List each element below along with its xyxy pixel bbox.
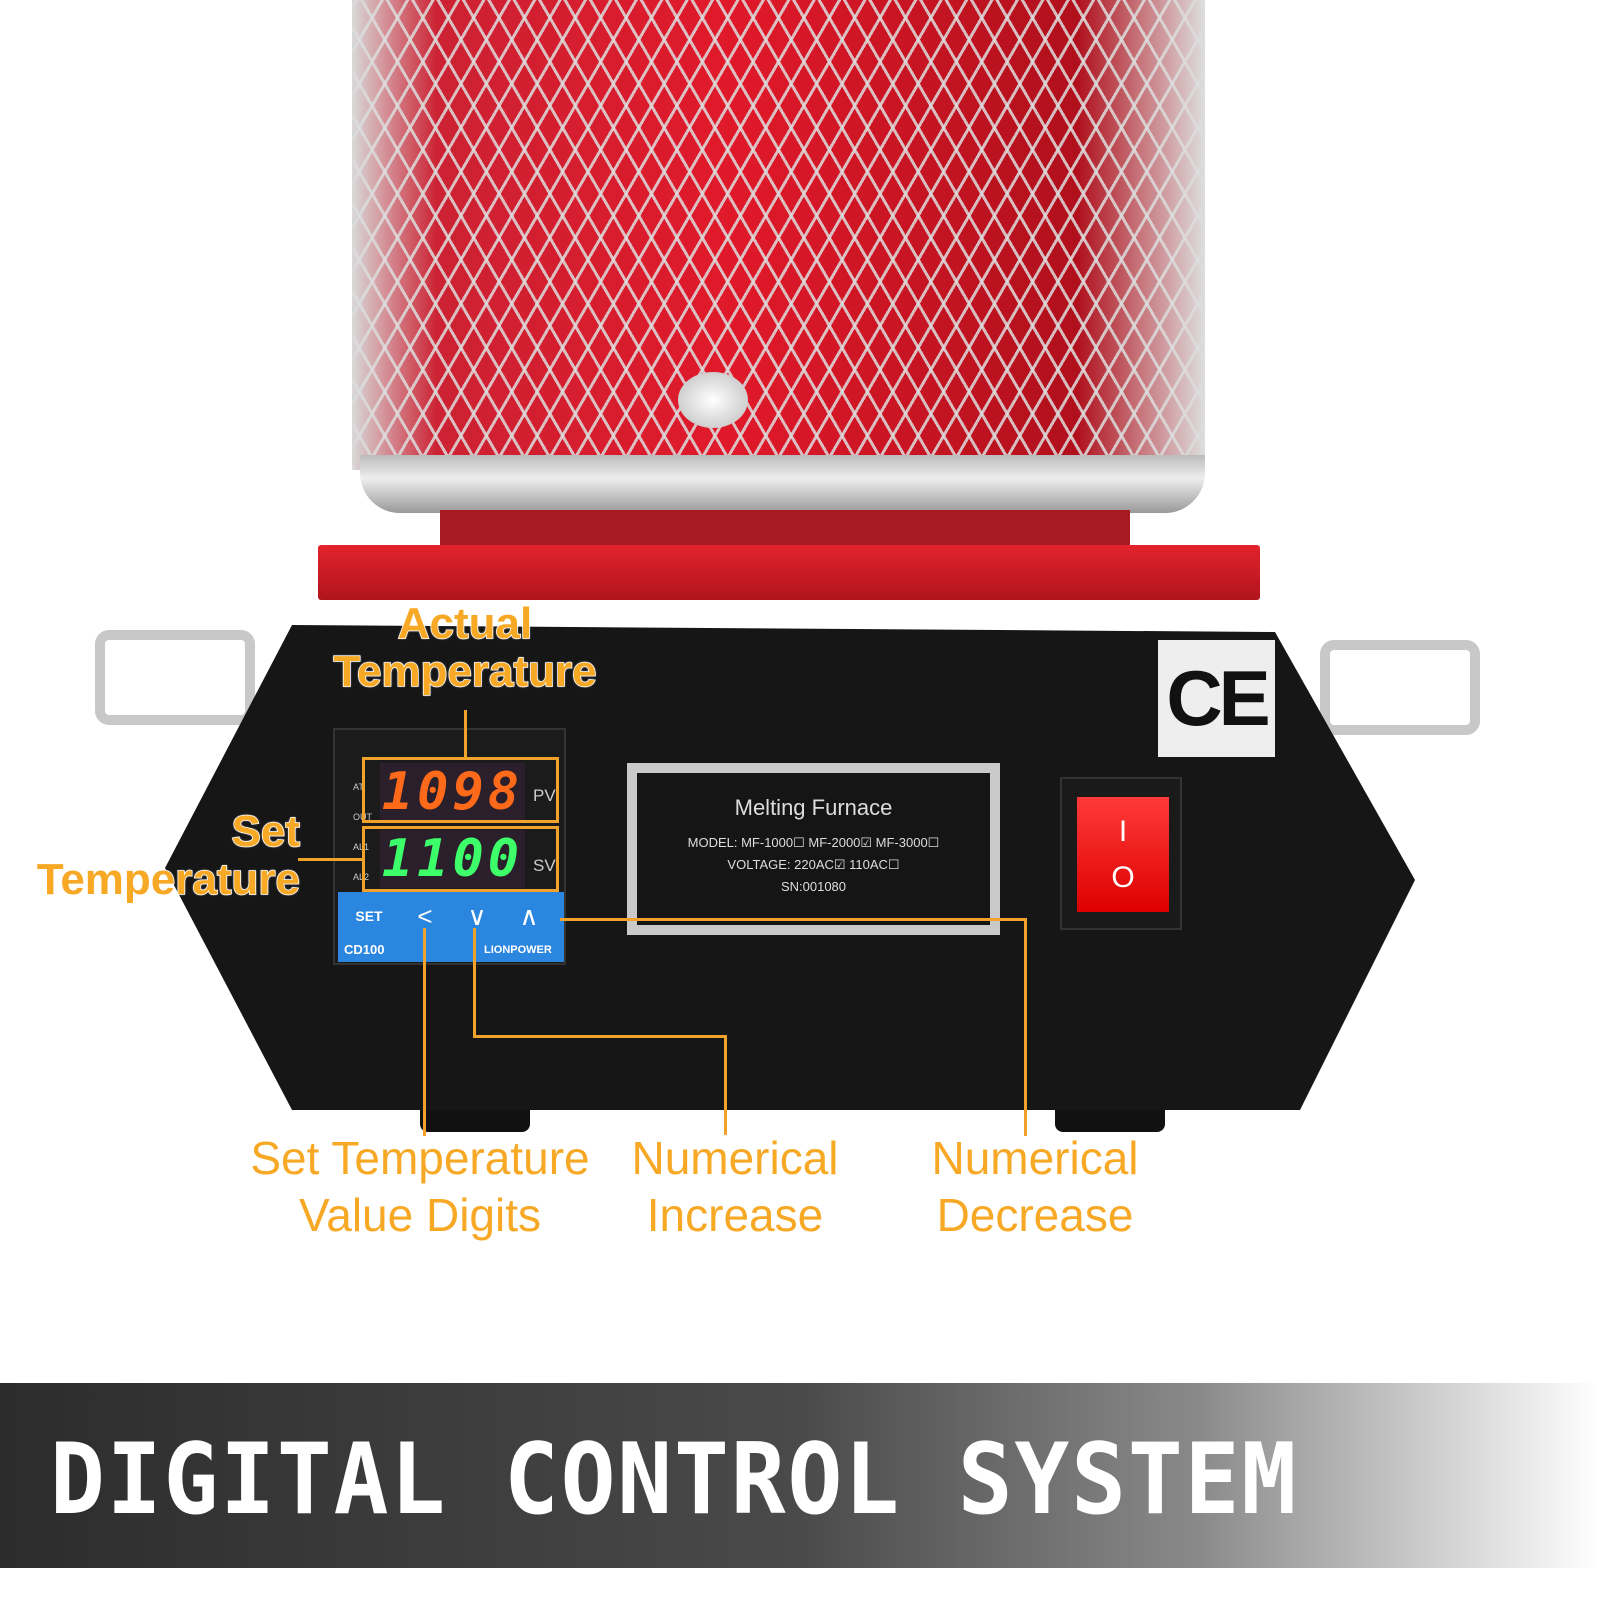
controller-keypad: SET < ∨ ∧ CD100 LIONPOWER xyxy=(338,892,564,962)
temperature-controller: AT OUT AL1 AL2 1098 1100 PV SV SET < ∨ ∧… xyxy=(333,728,566,965)
callout-line-increase-a xyxy=(473,928,476,1038)
set-key[interactable]: SET xyxy=(355,908,383,924)
pv-display: 1098 xyxy=(380,762,525,822)
sv-highlight xyxy=(362,826,559,892)
switch-on-mark: I xyxy=(1118,815,1128,848)
banner: DIGITAL CONTROL SYSTEM xyxy=(0,1383,1600,1568)
shift-left-key[interactable]: < xyxy=(417,901,433,931)
label-set-digits: Set Temperature Value Digits xyxy=(250,1131,591,1242)
pv-label: PV xyxy=(533,786,556,805)
controller-model: CD100 xyxy=(344,942,385,957)
callout-line-decrease-a xyxy=(560,918,1027,921)
controller-brand: LIONPOWER xyxy=(484,944,552,956)
label-set-temperature: Set Temperature xyxy=(36,807,301,905)
label-numerical-increase: Numerical Increase xyxy=(631,1131,840,1242)
down-key[interactable]: ∨ xyxy=(467,901,487,931)
at-indicator: AT xyxy=(353,782,364,792)
callout-line-increase-b xyxy=(473,1035,727,1038)
callout-line-set xyxy=(298,858,362,861)
right-handle xyxy=(1320,640,1480,735)
banner-title: DIGITAL CONTROL SYSTEM xyxy=(50,1423,1299,1537)
nameplate-serial: SN:001080 xyxy=(780,879,847,894)
left-handle xyxy=(95,630,255,725)
callout-line-digits xyxy=(423,928,426,1136)
al2-indicator: AL2 xyxy=(353,872,370,882)
power-switch[interactable]: I O xyxy=(1060,777,1182,930)
nameplate-voltage: VOLTAGE: 220AC☑ 110AC☐ xyxy=(727,857,900,872)
callout-line-increase-c xyxy=(724,1035,727,1135)
cage-screw xyxy=(678,372,748,428)
label-actual-temperature: Actual Temperature xyxy=(333,599,598,697)
callout-line-actual xyxy=(464,710,467,758)
ce-mark: CE xyxy=(1158,640,1275,757)
nameplate: Melting Furnace MODEL: MF-1000☐ MF-2000☑… xyxy=(627,763,1000,935)
nameplate-title: Melting Furnace xyxy=(734,795,893,820)
furnace-mesh-cage xyxy=(352,0,1205,470)
pv-highlight xyxy=(362,757,559,823)
rocker[interactable]: I O xyxy=(1077,797,1169,912)
label-numerical-decrease: Numerical Decrease xyxy=(931,1131,1140,1242)
al1-indicator: AL1 xyxy=(353,842,370,852)
furnace-red-plate xyxy=(318,545,1260,600)
switch-off-mark: O xyxy=(1111,861,1135,894)
sv-label: SV xyxy=(533,856,556,875)
nameplate-model: MODEL: MF-1000☐ MF-2000☑ MF-3000☐ xyxy=(687,835,940,850)
sv-display: 1100 xyxy=(380,829,525,889)
furnace-neck xyxy=(440,510,1130,550)
callout-line-decrease-b xyxy=(1024,918,1027,1136)
cage-ring xyxy=(360,455,1205,513)
up-key[interactable]: ∧ xyxy=(519,901,539,931)
